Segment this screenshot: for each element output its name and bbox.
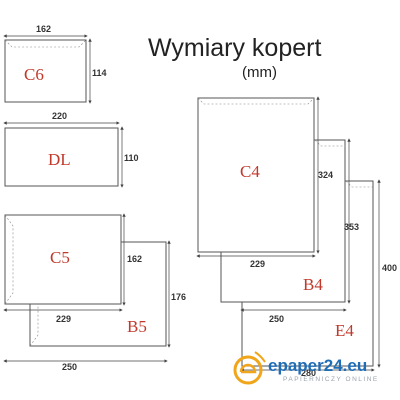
logo-text: epaper24.eu	[268, 356, 368, 375]
e4-label: E4	[335, 321, 354, 340]
e4-height: 400	[382, 263, 397, 273]
c4-height: 324	[318, 170, 333, 180]
envelope-c4: 229 324 C4	[196, 96, 333, 269]
envelope-dl: 220 110 DL	[3, 111, 139, 188]
envelope-c5: 229 162 C5	[3, 213, 142, 324]
e4-width: 280	[301, 368, 316, 378]
unit-label: (mm)	[242, 64, 277, 81]
b5-width: 250	[62, 362, 77, 372]
c6-label: C6	[24, 65, 44, 84]
c5-height: 162	[127, 254, 142, 264]
b4-label: B4	[303, 275, 323, 294]
dl-width: 220	[52, 111, 67, 121]
diagram-title: Wymiary kopert	[148, 34, 322, 62]
envelope-c6: 162 114 C6	[3, 24, 107, 104]
dl-label: DL	[48, 150, 71, 169]
c4-label: C4	[240, 162, 260, 181]
epaper24-logo-icon	[233, 351, 266, 385]
c6-height: 114	[92, 68, 107, 78]
c5-label: C5	[50, 248, 70, 267]
b5-height: 176	[171, 292, 186, 302]
logo-subtitle: PAPIERNICZY ONLINE	[283, 376, 379, 383]
dl-height: 110	[124, 153, 139, 163]
c5-width: 229	[56, 314, 71, 324]
b4-width: 250	[269, 314, 284, 324]
c6-width: 162	[36, 24, 51, 34]
b5-label: B5	[127, 317, 147, 336]
b4-height: 353	[344, 222, 359, 232]
c4-width: 229	[250, 259, 265, 269]
